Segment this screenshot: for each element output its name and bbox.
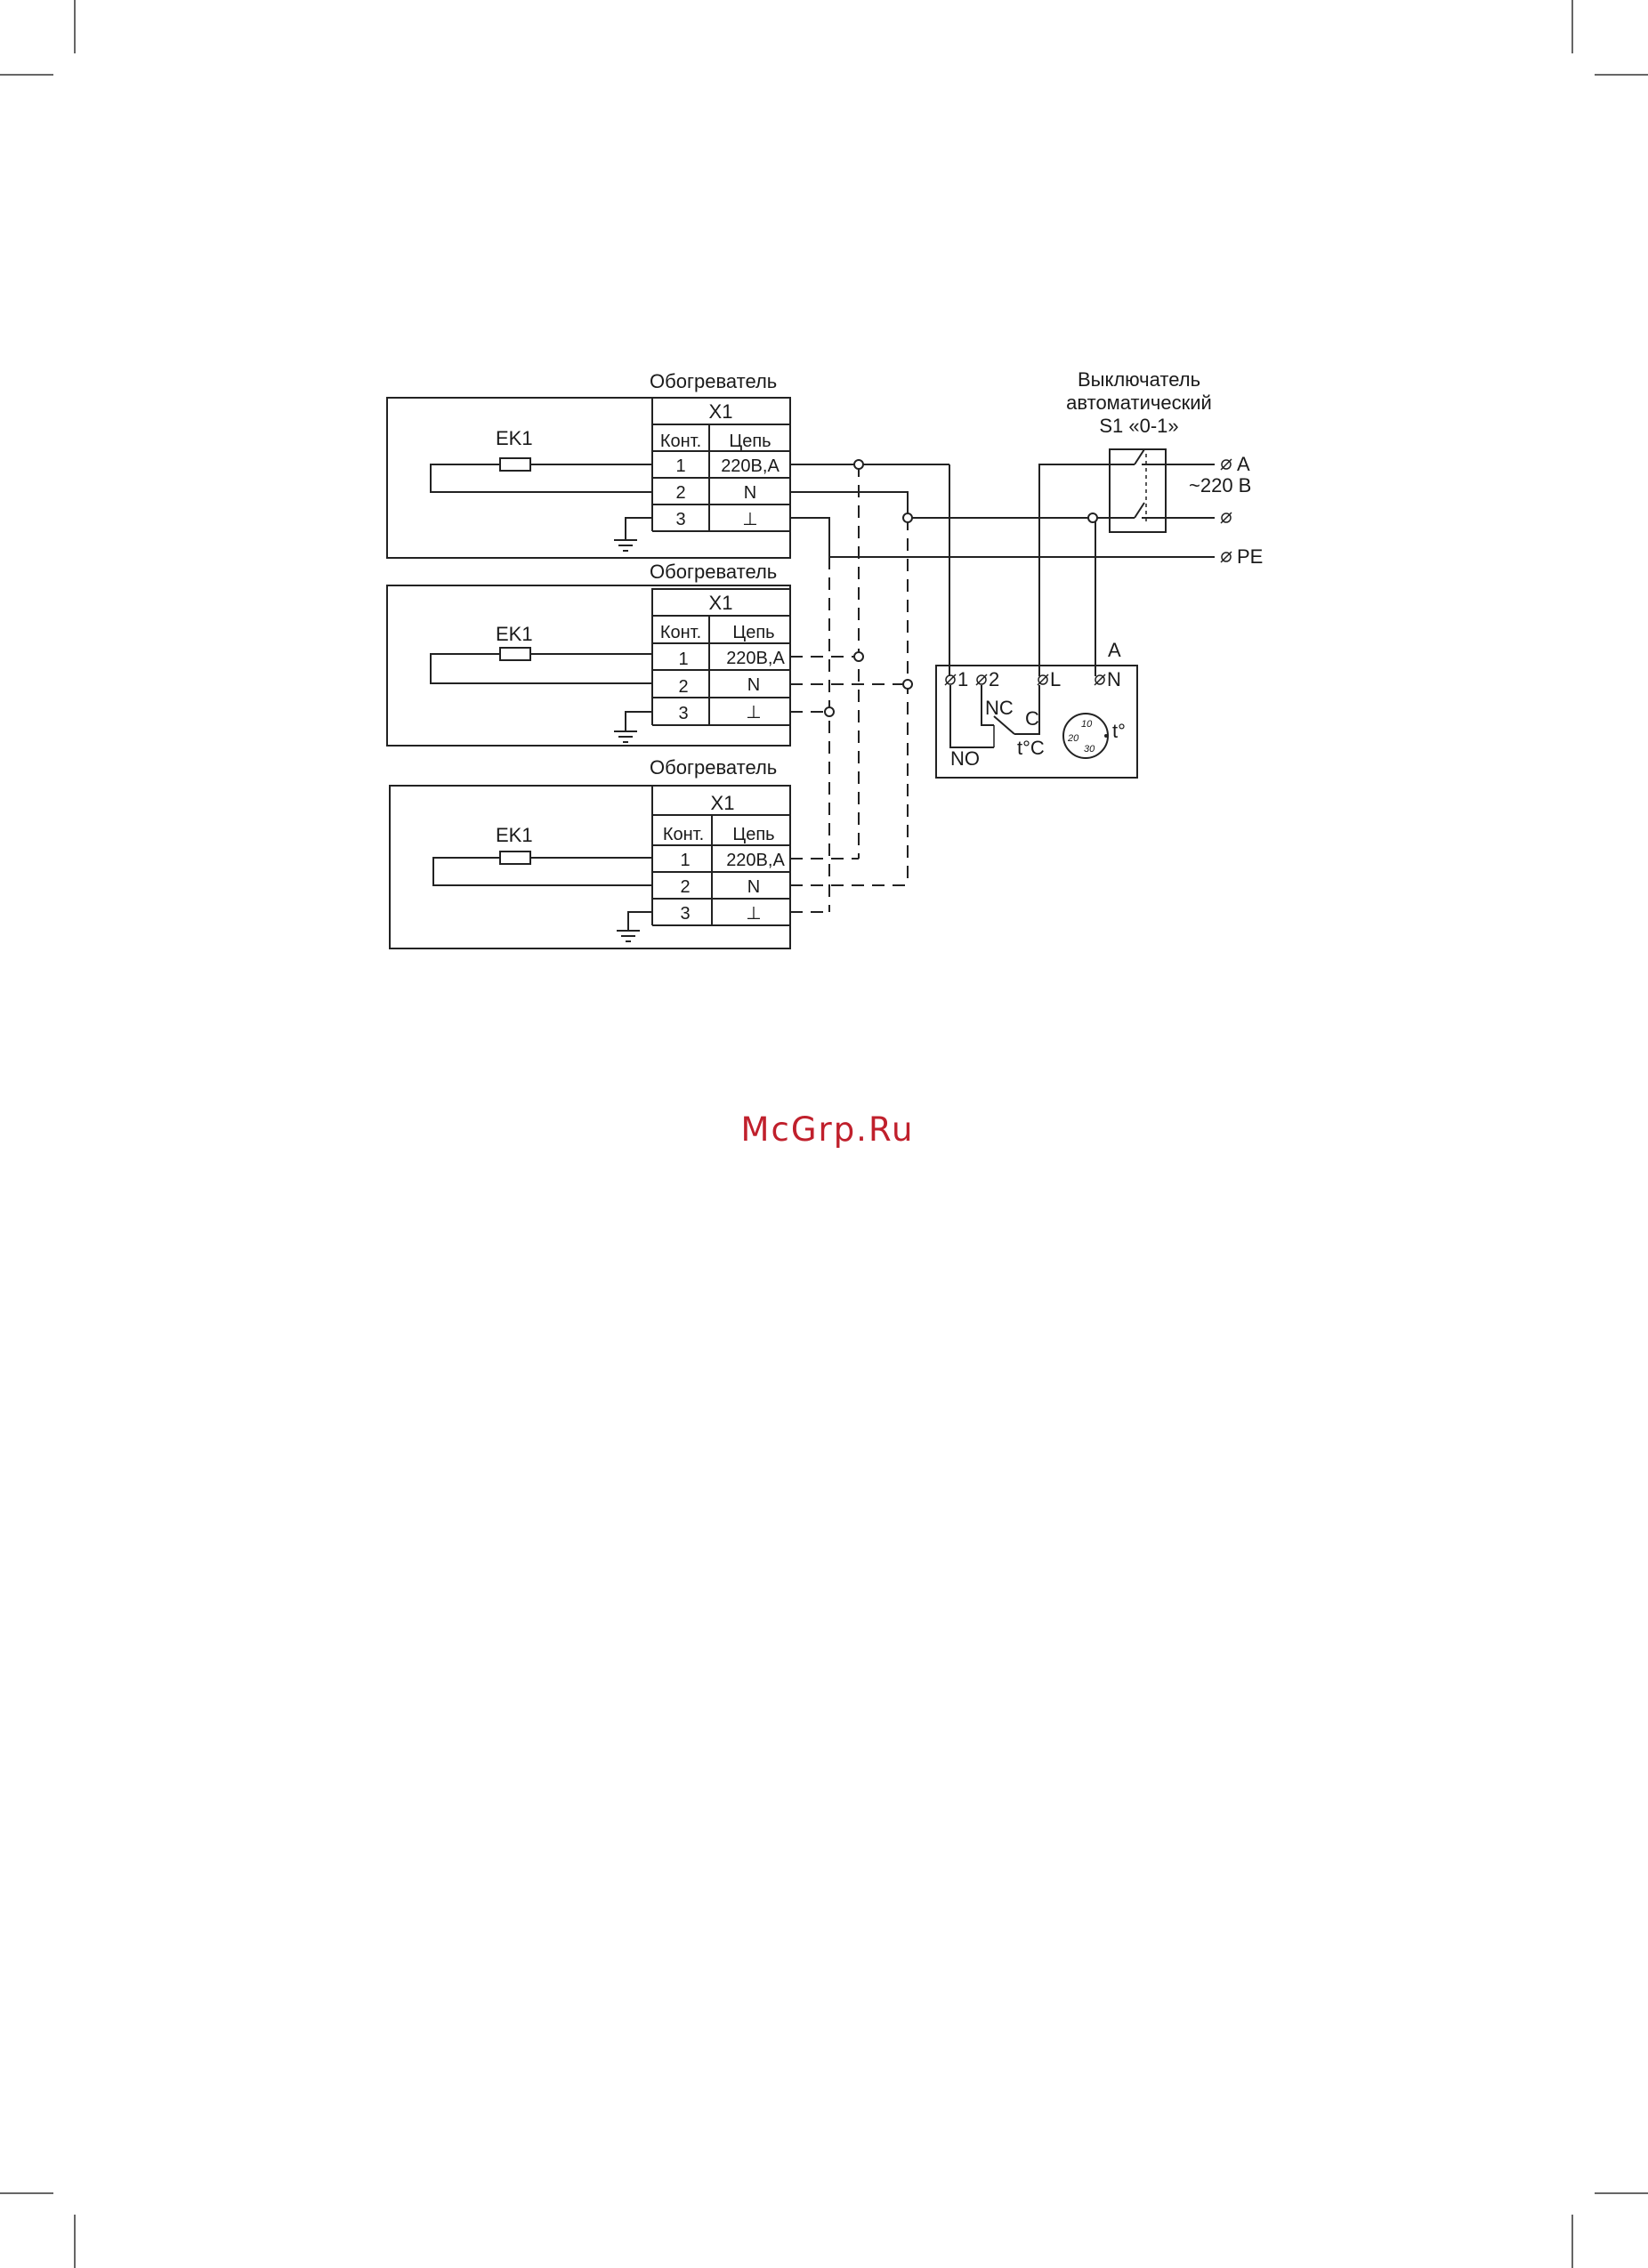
thermostat-dial-t-label: t° [1112, 720, 1126, 742]
breaker-caption-line2: автоматический [1066, 391, 1212, 414]
heater-1-resistor [500, 458, 530, 471]
heater-3-row1-circuit: 220В,А [726, 851, 785, 870]
heater-2-row1-circuit: 220В,А [726, 649, 785, 668]
breaker-caption-line1: Выключатель [1078, 368, 1200, 391]
breaker-s1-box [1110, 449, 1166, 532]
breaker-caption-line3: S1 «0-1» [1099, 415, 1178, 437]
thermostat-switch-blade [994, 716, 1014, 734]
heater-1-x1-title: X1 [709, 400, 733, 423]
heater-2-ground-wire [626, 712, 652, 731]
heater-1: Обогреватель EK1 X1 Конт. Цепь 1 220В,А … [387, 370, 790, 558]
supply-terminals: A ~220 В PE [1189, 453, 1263, 568]
heater-1-row2-contact: 2 [675, 483, 685, 503]
thermostat-terminal-L-label: L [1050, 668, 1061, 690]
wire-neutral-h1 [790, 492, 908, 518]
thermostat-terminal-2-label: 2 [989, 668, 999, 690]
heater-3-resistor-wire-a [433, 858, 652, 885]
heater-2-element-label: EK1 [496, 623, 533, 645]
heater-2-resistor [500, 648, 530, 660]
thermostat-terminal-2-icon [976, 674, 987, 685]
watermark: McGrp.Ru [623, 1110, 1032, 1149]
heater-1-ground-icon [614, 540, 637, 551]
heater-1-title: Обогреватель [650, 370, 777, 392]
heater-1-row2-circuit: N [744, 483, 756, 503]
heater-3-row1-contact: 1 [680, 851, 690, 870]
thermostat-top-label: A [1108, 639, 1121, 661]
dashed-wiring [790, 464, 908, 912]
thermostat-dial-20: 20 [1067, 733, 1079, 744]
thermostat-temp-label: t°C [1017, 737, 1045, 759]
breaker-caption: Выключатель автоматический S1 «0-1» [1066, 368, 1212, 437]
heater-2-row1-contact: 1 [678, 650, 688, 669]
heater-3-row2-circuit: N [747, 877, 760, 897]
heater-2-row2-circuit: N [747, 675, 760, 695]
thermostat-nc-label: NC [985, 697, 1014, 719]
main-wiring [790, 449, 1215, 676]
heater-2-x1-title: X1 [709, 592, 733, 614]
heater-3-resistor [500, 852, 530, 864]
supply-phase-label: A [1237, 453, 1250, 475]
heater-3-row2-contact: 2 [680, 877, 690, 897]
supply-voltage-label: ~220 В [1189, 474, 1251, 496]
heater-1-col-contact: Конт. [660, 432, 701, 451]
heater-3-col-contact: Конт. [663, 825, 704, 844]
heater-2: Обогреватель EK1 X1 Конт. Цепь 1 220В,А … [387, 561, 790, 746]
heater-2-resistor-wire-a [431, 654, 652, 683]
heater-3-col-circuit: Цепь [732, 825, 774, 844]
thermostat-no-label: NO [950, 747, 980, 770]
thermostat-dial-30: 30 [1084, 744, 1095, 755]
heater-1-resistor-wire-a [431, 464, 652, 492]
heater-3-row3-contact: 3 [680, 904, 690, 924]
thermostat-dial-10: 10 [1081, 719, 1093, 730]
heater-2-row2-contact: 2 [678, 677, 688, 697]
heater-3-row3-circuit: ⊥ [746, 904, 761, 924]
heater-1-col-circuit: Цепь [729, 432, 771, 451]
heater-1-row3-circuit: ⊥ [742, 510, 757, 529]
heater-1-ground-wire [626, 518, 652, 540]
heater-3-element-label: EK1 [496, 824, 533, 846]
heater-1-row1-circuit: 220В,А [721, 456, 780, 476]
heater-2-row3-contact: 3 [678, 704, 688, 723]
heater-2-col-contact: Конт. [660, 623, 701, 642]
heater-3-x1-title: X1 [711, 792, 735, 814]
breaker-contact-upper [1135, 449, 1144, 464]
thermostat-terminal-N-label: N [1107, 668, 1121, 690]
heater-2-row3-circuit: ⊥ [746, 703, 761, 722]
heater-1-row1-contact: 1 [675, 456, 685, 476]
supply-pe-label: PE [1237, 545, 1263, 568]
wire-pe-bus [790, 518, 1215, 557]
thermostat-c-label: C [1025, 707, 1039, 730]
thermostat: A 1 2 L N NC C NO t°C 10 20 30 [936, 639, 1137, 778]
thermostat-terminal-1-label: 1 [957, 668, 968, 690]
heater-1-row3-contact: 3 [675, 510, 685, 529]
heater-3-title: Обогреватель [650, 756, 777, 779]
heater-3: Обогреватель EK1 X1 Конт. Цепь 1 220В,А … [390, 756, 790, 948]
heater-2-ground-icon [614, 731, 637, 742]
breaker-contact-lower [1135, 503, 1144, 518]
heater-3-ground-wire [628, 912, 652, 931]
heater-2-col-circuit: Цепь [732, 623, 774, 642]
heater-1-element-label: EK1 [496, 427, 533, 449]
heater-3-ground-icon [617, 931, 640, 941]
heater-2-title: Обогреватель [650, 561, 777, 583]
